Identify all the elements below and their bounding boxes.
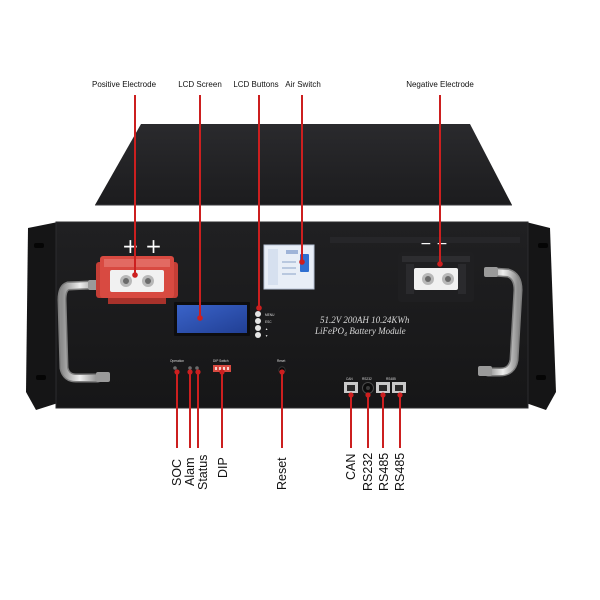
label-dip: DIP xyxy=(216,457,230,478)
right-rack-ear xyxy=(526,222,556,410)
can-text: CAN xyxy=(346,377,353,381)
lcd-screen xyxy=(174,302,250,336)
reset-text: Reset xyxy=(277,359,285,363)
lcd-button-down-icon: ▼ xyxy=(265,334,268,338)
air-switch[interactable] xyxy=(263,244,315,290)
bottom-leader-lines xyxy=(174,369,403,448)
soc-led xyxy=(173,366,177,370)
lcd-button-menu-label: MENU xyxy=(265,313,275,317)
lcd-button-4[interactable] xyxy=(255,332,261,338)
rs485-port-1[interactable] xyxy=(376,382,390,393)
lcd-button-2[interactable] xyxy=(255,318,261,324)
label-rs485-a: RS485 xyxy=(377,453,391,491)
negative-symbols: − − xyxy=(420,236,448,252)
spec-line: 51.2V 200AH 10.24KWh xyxy=(320,315,410,325)
rs232-port[interactable] xyxy=(362,382,374,394)
status-led xyxy=(195,366,199,370)
positive-symbols: + + xyxy=(122,234,162,258)
label-negative-electrode: Negative Electrode xyxy=(406,80,474,89)
alarm-led xyxy=(188,366,192,370)
left-rack-ear xyxy=(26,222,58,410)
model-line: LiFePO₄ Battery Module xyxy=(314,326,406,336)
dip-text: DIP Switch xyxy=(213,359,229,363)
lcd-button-1[interactable] xyxy=(255,311,261,317)
indicator-panel: Operation xyxy=(170,359,199,370)
top-leader-lines xyxy=(132,95,443,321)
chassis-top xyxy=(95,124,512,205)
label-rs232: RS232 xyxy=(361,453,375,491)
positive-terminal[interactable] xyxy=(96,256,178,304)
label-reset: Reset xyxy=(275,457,289,490)
label-air-switch: Air Switch xyxy=(285,80,321,89)
lcd-buttons: MENU ESC ▲ ▼ xyxy=(255,311,275,338)
can-port[interactable] xyxy=(344,382,358,393)
label-lcd-buttons: LCD Buttons xyxy=(233,80,278,89)
label-lcd-screen: LCD Screen xyxy=(178,80,222,89)
right-handle[interactable] xyxy=(478,267,523,377)
led-panel-text: Operation xyxy=(170,359,184,363)
lcd-button-up-icon: ▲ xyxy=(265,327,268,331)
label-positive-electrode: Positive Electrode xyxy=(92,80,157,89)
dip-switch[interactable]: DIP Switch xyxy=(213,359,231,372)
label-can: CAN xyxy=(344,454,358,480)
negative-terminal[interactable] xyxy=(398,252,474,302)
lcd-button-esc-label: ESC xyxy=(265,320,272,324)
lcd-button-3[interactable] xyxy=(255,325,261,331)
rs485-port-2[interactable] xyxy=(392,382,406,393)
rs232-text: RS232 xyxy=(362,377,372,381)
label-status: Status xyxy=(196,455,210,490)
label-rs485-b: RS485 xyxy=(393,453,407,491)
label-soc: SOC xyxy=(170,459,184,486)
rs485-text: RS485 xyxy=(386,377,396,381)
label-alarm: Alam xyxy=(183,458,197,486)
